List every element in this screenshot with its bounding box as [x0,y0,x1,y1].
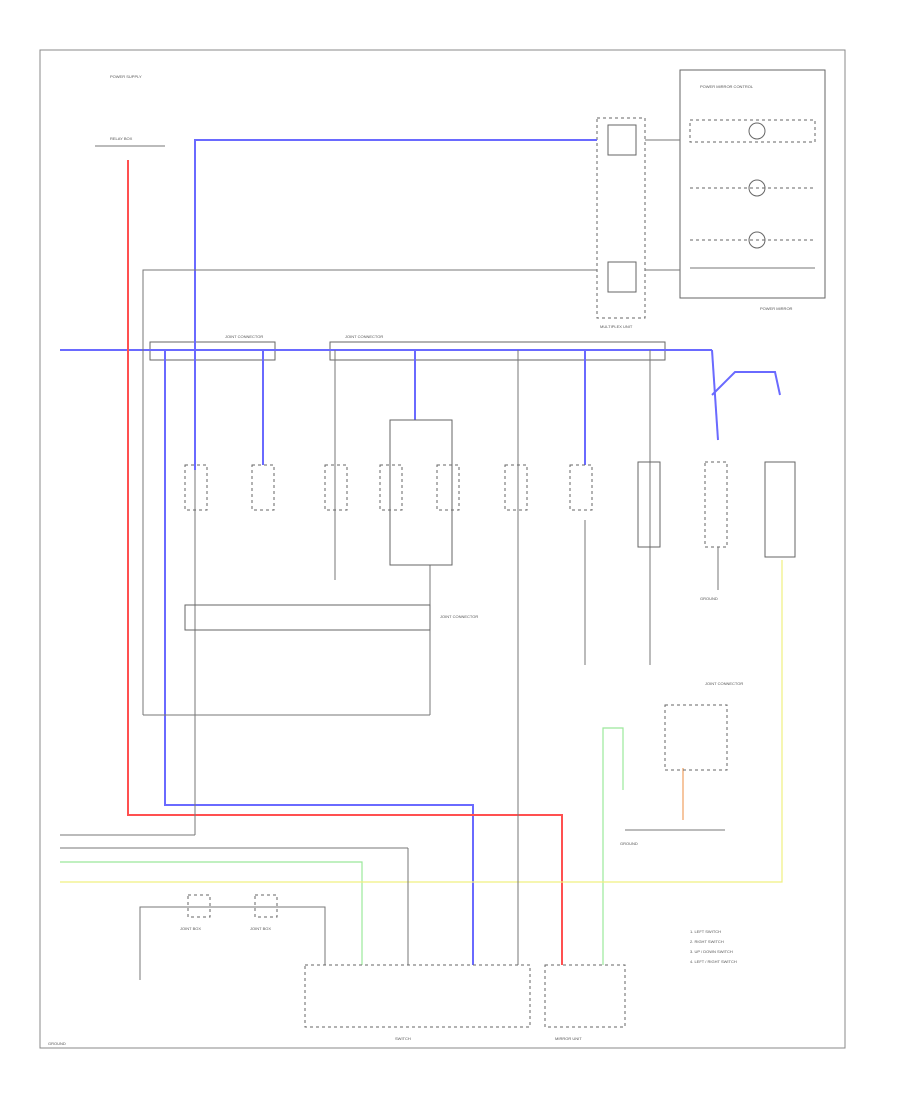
joint-connector-right [664,704,728,771]
legend-item-4: 4. LEFT / RIGHT SWITCH [690,959,737,964]
gray-wires [60,269,651,965]
diagram-frame [39,49,846,1049]
joint-connector-top-left-label: JOINT CONNECTOR [225,334,263,339]
legend: 1. LEFT SWITCH 2. RIGHT SWITCH 3. UP / D… [690,929,737,964]
bottom-switch [304,964,531,1028]
joint-connector-lower [184,604,431,631]
legend-item-2: 2. RIGHT SWITCH [690,939,724,944]
joint-connector-top-mid-label: JOINT CONNECTOR [345,334,383,339]
joint-connector-right-label: JOINT CONNECTOR [705,681,743,686]
bottom-switch-label: SWITCH [395,1036,411,1041]
joint-box-2-label: JOINT BOX [250,926,271,931]
legend-item-3: 3. UP / DOWN SWITCH [690,949,733,954]
bottom-unit-label: MIRROR UNIT [555,1036,582,1041]
bottom-mirror-unit [544,964,626,1028]
green-wires [60,727,624,965]
joint-boxes: JOINT BOX JOINT BOX [139,894,326,980]
footer-ref: GROUND [48,1041,66,1046]
joint-box-1-label: JOINT BOX [180,926,201,931]
actuator-group-note: POWER MIRROR [760,306,793,311]
blue-wires [60,139,781,965]
power-supply-label: POWER SUPPLY [110,74,142,79]
multiplex-unit-label: MULTIPLEX UNIT [600,324,633,329]
ground-lower-left-label: GROUND [700,596,718,601]
actuator-group-title: POWER MIRROR CONTROL [700,84,754,89]
power-supply-block: POWER SUPPLY RELAY BOX [95,74,165,147]
actuator-group: POWER MIRROR CONTROL POWER MIRROR [679,69,826,311]
ground-right-label: GROUND [620,841,638,846]
joint-connector-lower-label: JOINT CONNECTOR [440,614,478,619]
component-row [184,419,796,566]
red-wire [127,160,563,965]
legend-item-1: 1. LEFT SWITCH [690,929,721,934]
relay-box-label: RELAY BOX [110,136,133,141]
yellow-wire [60,560,783,883]
multiplex-unit: MULTIPLEX UNIT [596,117,680,329]
